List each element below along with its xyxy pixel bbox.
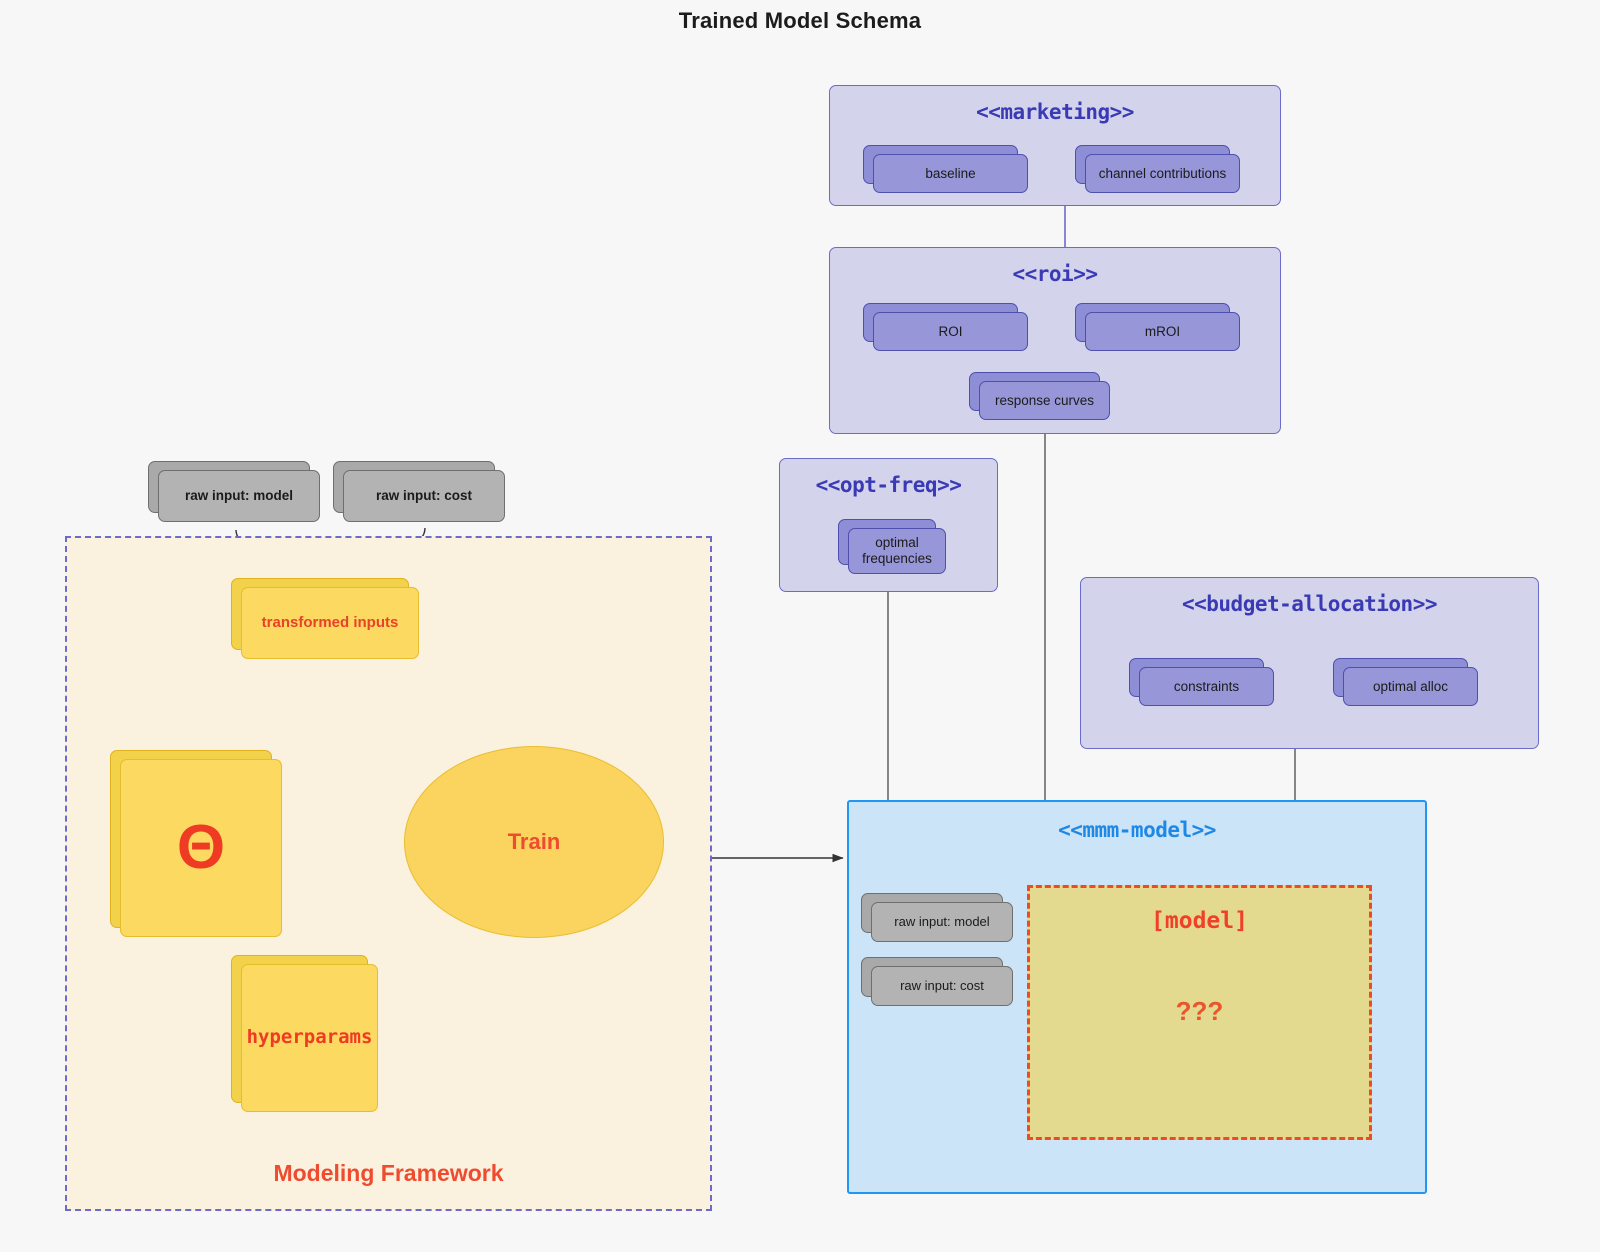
node-optimal-frequencies[interactable]: optimal frequencies xyxy=(838,519,946,574)
node-response-curves[interactable]: response curves xyxy=(969,372,1110,420)
node-transformed-inputs-label: transformed inputs xyxy=(241,587,419,659)
node-raw-input-model-label: raw input: model xyxy=(158,470,320,522)
node-optimal-frequencies-line1: optimal xyxy=(875,535,919,551)
package-marketing[interactable]: <<marketing>> baseline channel contribut… xyxy=(829,85,1281,206)
node-mmm-raw-input-model-label: raw input: model xyxy=(871,902,1013,942)
package-marketing-title: <<marketing>> xyxy=(976,100,1134,124)
package-mmm-model-title: <<mmm-model>> xyxy=(1058,818,1216,842)
page-title: Trained Model Schema xyxy=(678,8,922,33)
node-optimal-frequencies-line2: frequencies xyxy=(862,551,932,566)
node-roi[interactable]: ROI xyxy=(863,303,1028,351)
model-placeholder-box[interactable]: [model] ??? xyxy=(1027,885,1372,1140)
package-roi[interactable]: <<roi>> ROI mROI response curves xyxy=(829,247,1281,434)
node-transformed-inputs[interactable]: transformed inputs xyxy=(231,578,419,659)
node-raw-input-model[interactable]: raw input: model xyxy=(148,461,320,522)
node-optimal-alloc[interactable]: optimal alloc xyxy=(1333,658,1478,706)
node-optimal-frequencies-face: optimal frequencies xyxy=(848,528,946,574)
node-hyperparams-label: hyperparams xyxy=(241,964,378,1112)
package-opt-freq[interactable]: <<opt-freq>> optimal frequencies xyxy=(779,458,998,592)
modeling-framework-label: Modeling Framework xyxy=(273,1160,504,1186)
package-budget-allocation[interactable]: <<budget-allocation>> constraints optima… xyxy=(1080,577,1539,749)
model-placeholder-unknown: ??? xyxy=(1175,996,1224,1026)
node-train[interactable]: Train xyxy=(404,746,664,938)
node-response-curves-label: response curves xyxy=(979,381,1110,420)
node-mroi-label: mROI xyxy=(1085,312,1240,351)
node-theta-label: Θ xyxy=(120,759,282,937)
node-constraints-label: constraints xyxy=(1139,667,1274,706)
node-hyperparams[interactable]: hyperparams xyxy=(231,955,378,1112)
node-mroi[interactable]: mROI xyxy=(1075,303,1240,351)
node-theta[interactable]: Θ xyxy=(110,750,282,937)
node-optimal-alloc-label: optimal alloc xyxy=(1343,667,1478,706)
node-train-label: Train xyxy=(507,829,561,854)
node-channel-contributions-label: channel contributions xyxy=(1085,154,1240,193)
package-mmm-model[interactable]: <<mmm-model>> raw input: model raw input… xyxy=(847,800,1427,1194)
package-opt-freq-title: <<opt-freq>> xyxy=(815,473,962,497)
package-budget-allocation-title: <<budget-allocation>> xyxy=(1181,592,1438,616)
node-channel-contributions[interactable]: channel contributions xyxy=(1075,145,1240,193)
node-raw-input-cost[interactable]: raw input: cost xyxy=(333,461,505,522)
node-roi-label: ROI xyxy=(873,312,1028,351)
node-mmm-raw-input-cost-label: raw input: cost xyxy=(871,966,1013,1006)
node-raw-input-cost-label: raw input: cost xyxy=(343,470,505,522)
node-mmm-raw-input-cost[interactable]: raw input: cost xyxy=(861,957,1013,1006)
package-roi-title: <<roi>> xyxy=(1012,262,1098,286)
node-baseline-label: baseline xyxy=(873,154,1028,193)
node-constraints[interactable]: constraints xyxy=(1129,658,1274,706)
node-mmm-raw-input-model[interactable]: raw input: model xyxy=(861,893,1013,942)
node-baseline[interactable]: baseline xyxy=(863,145,1028,193)
model-placeholder-label: [model] xyxy=(1151,908,1248,934)
